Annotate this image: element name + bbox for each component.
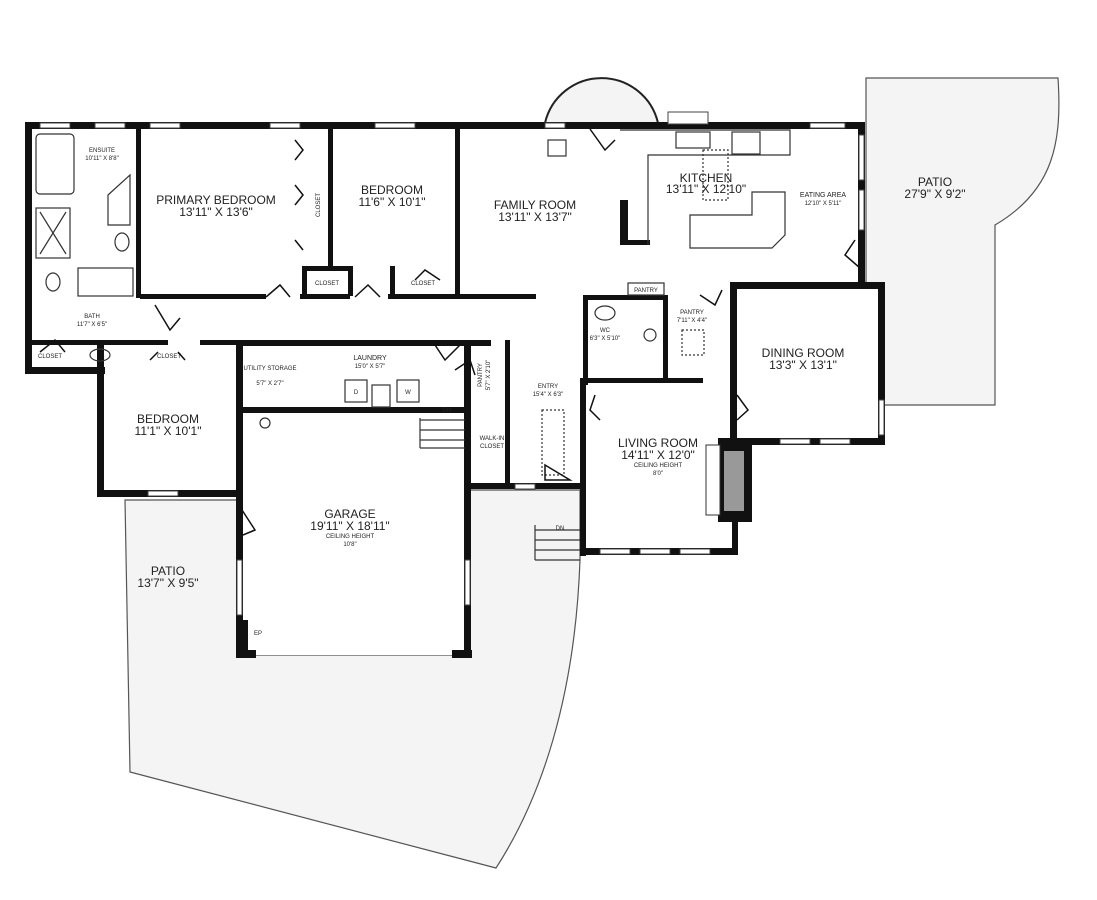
- utility-storage-label: UTILITY STORAGE: [243, 366, 296, 372]
- electrical-panel-label: EP: [254, 631, 262, 637]
- pantry-top-label: PANTRY: [634, 288, 658, 294]
- pantry-small-label: PANTRY: [478, 363, 484, 387]
- patio-left-label: PATIO: [151, 564, 185, 578]
- bedroom-1-dims: 11'6" X 10'1": [359, 195, 426, 209]
- closet-label: CLOSET: [38, 354, 62, 360]
- entry-label: ENTRY: [538, 384, 558, 390]
- laundry-label: LAUNDRY: [353, 355, 387, 362]
- bedroom-2-label: BEDROOM: [137, 412, 199, 426]
- garage-label: GARAGE: [324, 507, 375, 521]
- utility-storage-dims: 5'7" X 2'7": [256, 381, 283, 387]
- stairs-down-label: DN: [556, 526, 565, 532]
- laundry-dims: 15'0" X 5'7": [355, 364, 386, 370]
- living-room-ceiling-label: CEILING HEIGHT: [634, 463, 683, 469]
- living-room-ceiling: 8'0": [653, 471, 663, 477]
- living-room-label: LIVING ROOM: [618, 436, 698, 450]
- kitchen-label: KITCHEN: [680, 171, 733, 185]
- living-room-dims: 14'11" X 12'0": [621, 448, 695, 462]
- washer-label: W: [405, 390, 411, 396]
- kitchen-dims: 13'11" X 12'10": [666, 182, 746, 196]
- bath-dims: 11'7" X 6'5": [77, 322, 107, 328]
- walk-in-closet-label-2: CLOSET: [480, 444, 504, 450]
- closet-label: CLOSET: [411, 281, 435, 287]
- ensuite-dims: 10'11" X 8'8": [85, 156, 118, 162]
- fixtures: [35, 129, 791, 561]
- patio-right-label: PATIO: [918, 175, 952, 189]
- family-room-dims: 13'11" X 13'7": [498, 210, 572, 224]
- bath-label: BATH: [84, 314, 100, 320]
- garage-dims: 19'11" X 18'11": [310, 519, 389, 533]
- dining-room-label: DINING ROOM: [762, 346, 845, 360]
- garage-ceiling: 10'8": [343, 542, 356, 548]
- primary-bedroom-dims: 13'11" X 13'6": [179, 205, 253, 219]
- doors: [39, 128, 861, 536]
- eating-area-dims: 12'10" X 5'11": [805, 201, 842, 207]
- primary-bedroom-label: PRIMARY BEDROOM: [156, 193, 276, 207]
- pantry-kitchen-label: PANTRY: [680, 310, 704, 316]
- windows: [39, 111, 885, 616]
- closet-label: CLOSET: [316, 193, 322, 217]
- wc-label: WC: [600, 328, 611, 334]
- pantry-kitchen-dims: 7'11" X 4'4": [677, 318, 707, 324]
- stairs-down-label: DN: [443, 408, 452, 414]
- dining-room-dims: 13'3" X 13'1": [769, 358, 837, 372]
- closet-label: CLOSET: [315, 281, 339, 287]
- pantry-small-dims: 5'7" X 2'10": [486, 360, 492, 391]
- patio-right-dims: 27'9" X 9'2": [904, 187, 965, 201]
- room-labels: ENSUITE 10'11" X 8'8" PRIMARY BEDROOM 13…: [38, 148, 966, 637]
- entry-dims: 15'4" X 6'3": [533, 392, 564, 398]
- bedroom-2-dims: 11'1" X 10'1": [135, 424, 202, 438]
- bay-window: [543, 77, 660, 124]
- eating-area-label: EATING AREA: [800, 192, 846, 199]
- wc-dims: 6'3" X 5'10": [590, 336, 621, 342]
- family-room-label: FAMILY ROOM: [494, 198, 576, 212]
- patio-left-area: [124, 489, 581, 869]
- garage-ceiling-label: CEILING HEIGHT: [326, 534, 375, 540]
- patio-left-dims: 13'7" X 9'5": [137, 576, 198, 590]
- bedroom-1-label: BEDROOM: [361, 183, 423, 197]
- patio-right-area: [865, 77, 1060, 406]
- walk-in-closet-label: WALK-IN: [480, 436, 505, 442]
- closet-label: CLOSET: [157, 354, 181, 360]
- dryer-label: D: [354, 390, 359, 396]
- ensuite-label: ENSUITE: [89, 148, 115, 154]
